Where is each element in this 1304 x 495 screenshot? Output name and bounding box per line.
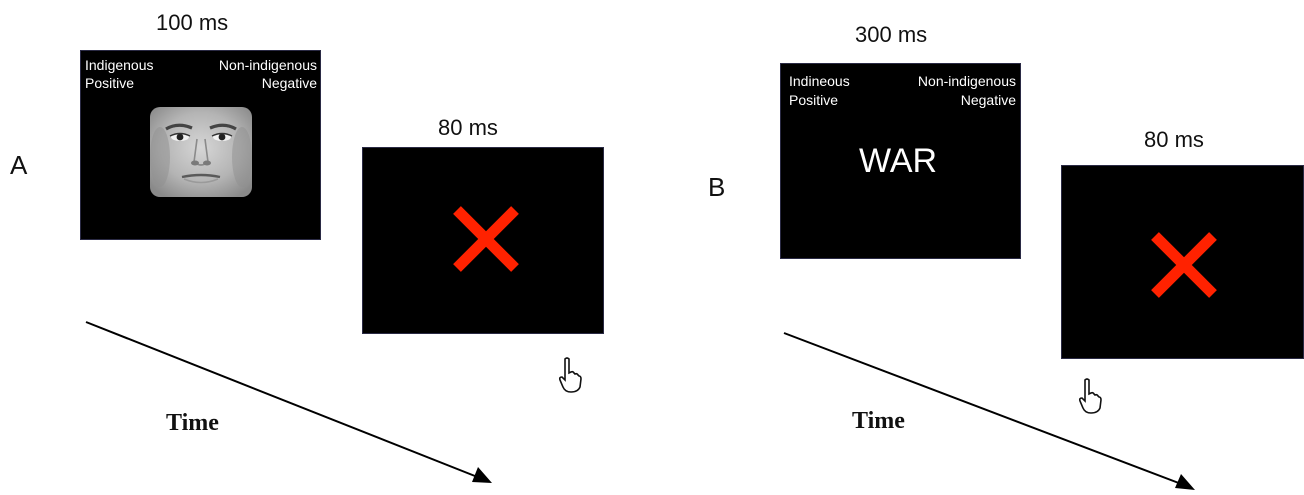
panel-a-feedback-screen [362, 147, 604, 334]
panel-b-stimulus-screen: Indineous Positive Non-indigenous Negati… [780, 63, 1021, 259]
panel-a-label-top-left: Indigenous [85, 57, 154, 73]
panel-b-stimulus-duration: 300 ms [855, 22, 928, 47]
panel-a-time-arrow [85, 321, 492, 483]
face-image [150, 107, 252, 197]
red-x-icon [1151, 232, 1217, 298]
panel-b-label-bottom-right: Negative [960, 92, 1016, 108]
panel-b-label-bottom-left: Positive [789, 92, 839, 108]
panel-b-label-top-left: Indineous [789, 73, 850, 89]
pointing-hand-icon [558, 357, 582, 393]
panel-b-time-arrow [783, 332, 1195, 490]
panel-a-label-bottom-left: Positive [85, 75, 135, 91]
pointing-hand-icon [1078, 378, 1102, 414]
panel-a-label-top-right: Non-indigenous [218, 57, 317, 73]
panel-b-feedback-screen [1061, 165, 1304, 359]
panel-a-stimulus-screen: Indigenous Positive Non-indigenous Negat… [80, 50, 321, 240]
panel-b-letter: B [708, 172, 726, 202]
panel-a-feedback-duration: 80 ms [438, 115, 498, 140]
panel-b-feedback-duration: 80 ms [1144, 127, 1204, 152]
panel-a-label-bottom-right: Negative [261, 75, 317, 91]
panel-a-letter: A [10, 150, 28, 180]
face-illustration [150, 107, 252, 197]
stimulus-word: WAR [859, 142, 938, 180]
panel-b-label-top-right: Non-indigenous [917, 73, 1016, 89]
panel-b-time-label: Time [852, 408, 905, 434]
red-x-icon [453, 206, 519, 272]
panel-a-time-label: Time [166, 410, 219, 436]
panel-a-stimulus-duration: 100 ms [156, 10, 229, 35]
